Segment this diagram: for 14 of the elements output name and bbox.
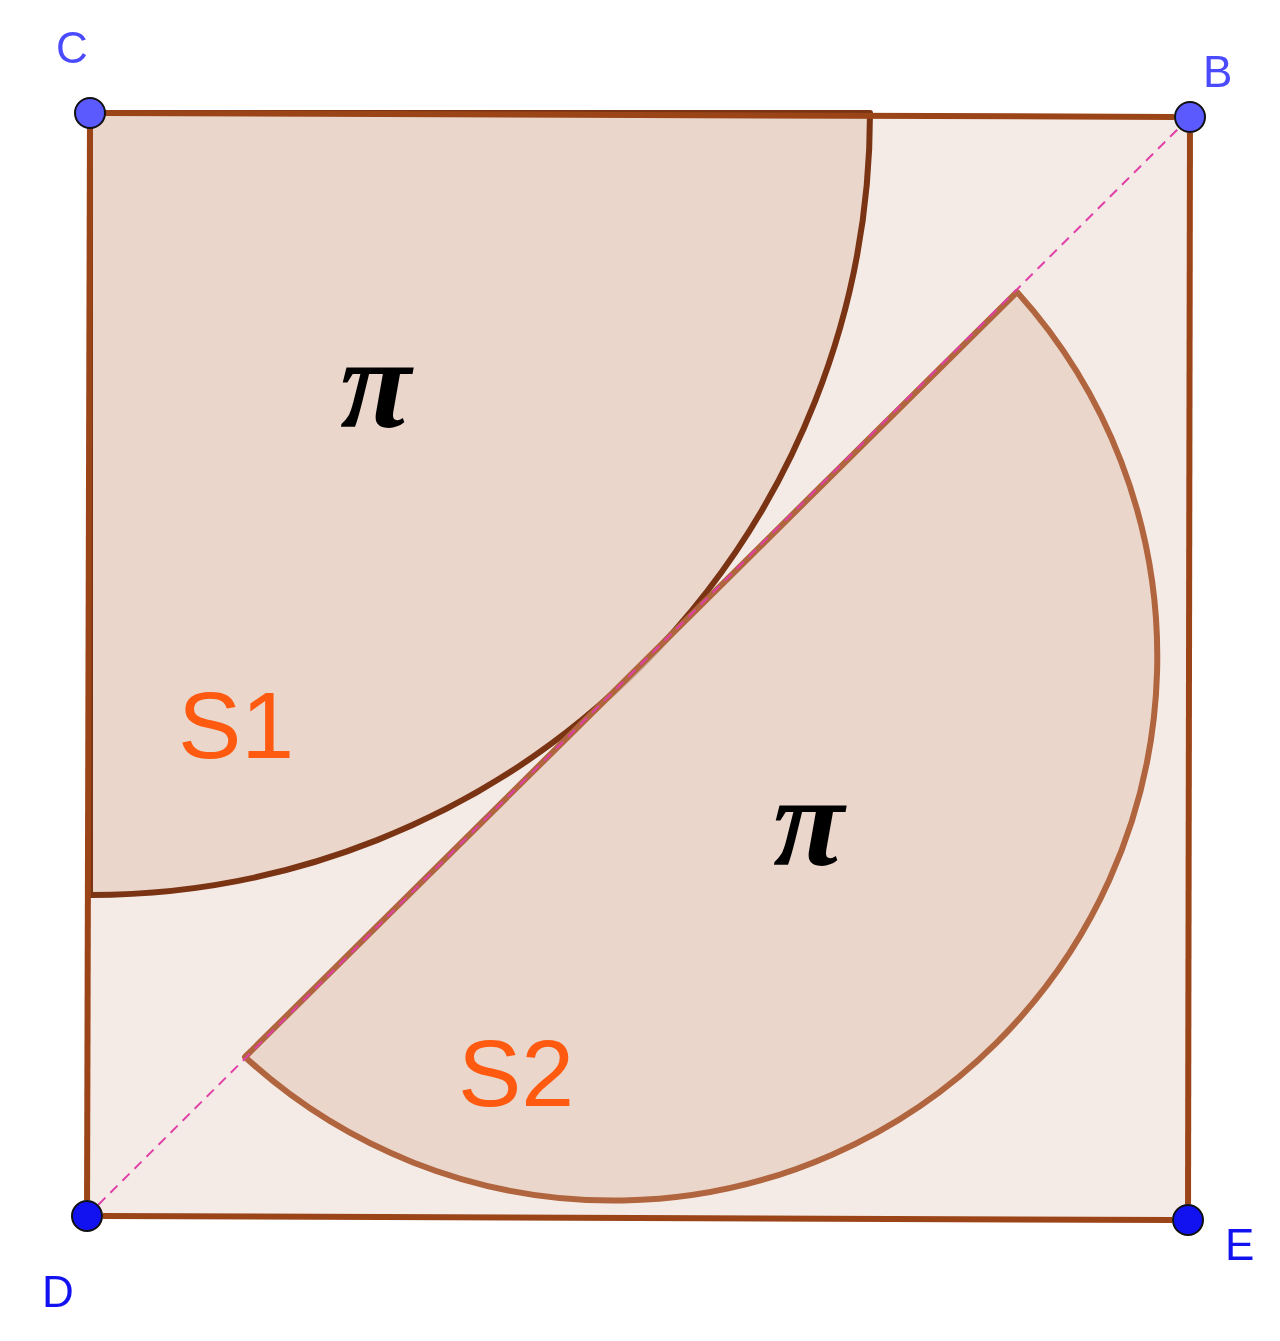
point-label: D xyxy=(42,1270,74,1314)
point-marker xyxy=(74,97,106,129)
point-marker xyxy=(1174,101,1206,133)
side-line xyxy=(84,129,93,1200)
point-label: E xyxy=(1225,1223,1255,1267)
region-label: S2 xyxy=(458,1026,575,1121)
region-label: S1 xyxy=(178,678,295,773)
point-marker xyxy=(71,1200,103,1232)
point-marker xyxy=(1172,1204,1204,1236)
point-label: C xyxy=(56,26,88,70)
side-line xyxy=(1185,133,1193,1204)
point-label: B xyxy=(1203,50,1233,94)
side-line xyxy=(106,110,1174,120)
side-line xyxy=(103,1213,1172,1223)
